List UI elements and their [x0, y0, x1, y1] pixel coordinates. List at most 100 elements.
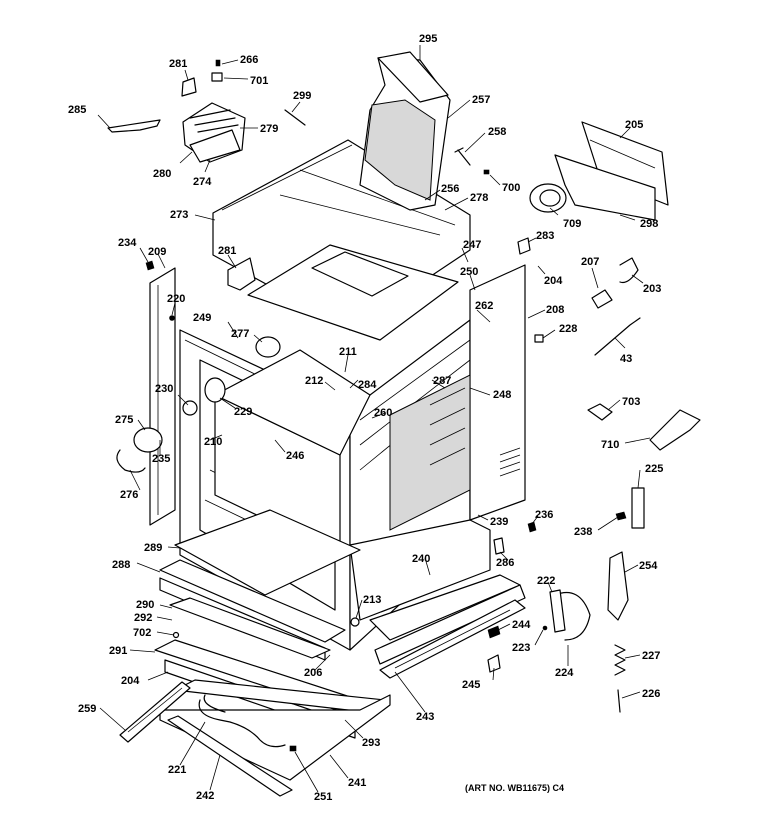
label-283: 283: [536, 230, 554, 242]
part-245: [487, 654, 501, 673]
part-236: [527, 521, 537, 533]
oven-insulation: [389, 374, 471, 531]
label-281b: 281: [218, 245, 236, 257]
label-222: 222: [537, 575, 555, 587]
label-258: 258: [488, 126, 506, 138]
label-290: 290: [136, 599, 154, 611]
control-bracket-274: [189, 129, 241, 163]
label-209: 209: [148, 246, 166, 258]
part-701: [211, 72, 223, 82]
label-230: 230: [155, 383, 173, 395]
label-226: 226: [642, 688, 660, 700]
part-238: [615, 511, 627, 521]
label-262: 262: [475, 300, 493, 312]
ring-229: [204, 377, 226, 403]
label-224: 224: [555, 667, 574, 679]
screw-266: [215, 59, 221, 67]
bracket-225: [631, 487, 645, 529]
part-labels: 295 266 281 701 285 299 279 280 274 257 …: [68, 33, 663, 803]
label-223: 223: [512, 642, 530, 654]
label-248: 248: [493, 389, 511, 401]
label-212: 212: [305, 375, 323, 387]
label-295: 295: [419, 33, 437, 45]
back-guard-205: [581, 121, 669, 206]
art-number: (ART NO. WB11675) C4: [465, 783, 564, 793]
label-229: 229: [234, 406, 252, 418]
label-279: 279: [260, 123, 278, 135]
label-211: 211: [339, 346, 357, 358]
vent-duct-inner: [364, 99, 436, 201]
top-parts: [107, 51, 669, 403]
label-228: 228: [559, 323, 577, 335]
label-254: 254: [639, 560, 658, 572]
label-238: 238: [574, 526, 592, 538]
vent-opening: [311, 251, 409, 297]
label-204: 204: [544, 275, 563, 287]
label-203: 203: [643, 283, 661, 295]
spring-227: [614, 644, 626, 676]
label-280: 280: [153, 168, 171, 180]
part-228: [534, 334, 544, 343]
wire-43: [594, 317, 641, 356]
part-230: [182, 400, 198, 416]
label-701: 701: [250, 75, 268, 87]
wire-285: [107, 119, 161, 133]
label-702: 702: [133, 627, 151, 639]
label-278: 278: [470, 192, 488, 204]
label-204b: 204: [121, 675, 140, 687]
part-283: [517, 237, 531, 255]
label-277: 277: [231, 328, 249, 340]
label-293: 293: [362, 737, 380, 749]
liner-top: [214, 349, 371, 456]
label-208: 208: [546, 304, 564, 316]
left-side-parts: [116, 260, 360, 639]
label-247: 247: [463, 239, 481, 251]
label-243: 243: [416, 711, 434, 723]
part-275: [133, 427, 163, 453]
label-256: 256: [441, 183, 459, 195]
part-281b: [227, 257, 256, 291]
label-281: 281: [169, 58, 187, 70]
label-274: 274: [193, 176, 212, 188]
label-236: 236: [535, 509, 553, 521]
drawer-front-288: [159, 559, 346, 643]
label-298: 298: [640, 218, 658, 230]
hinge-222: [554, 591, 591, 641]
part-207: [591, 289, 613, 309]
label-703: 703: [622, 396, 640, 408]
label-249: 249: [193, 312, 211, 324]
label-299: 299: [293, 90, 311, 102]
label-287: 287: [433, 375, 451, 387]
label-257: 257: [472, 94, 490, 106]
label-275: 275: [115, 414, 133, 426]
label-266: 266: [240, 54, 258, 66]
part-703: [587, 403, 613, 421]
label-205: 205: [625, 119, 643, 131]
part-702: [172, 631, 180, 639]
label-227: 227: [642, 650, 660, 662]
label-284: 284: [358, 379, 377, 391]
label-207: 207: [581, 256, 599, 268]
leader-lines: [97, 45, 651, 793]
broiler-drawer: [174, 509, 361, 596]
bracket-710: [649, 409, 701, 451]
label-225: 225: [645, 463, 663, 475]
label-700: 700: [502, 182, 520, 194]
part-281: [181, 77, 197, 97]
label-709: 709: [563, 218, 581, 230]
label-241: 241: [348, 777, 366, 789]
label-221: 221: [168, 764, 186, 776]
label-291: 291: [109, 645, 127, 657]
label-273: 273: [170, 209, 188, 221]
oven-top-liner: [247, 244, 459, 341]
label-285: 285: [68, 104, 86, 116]
right-side-parts: [487, 237, 701, 713]
part-226: [617, 689, 621, 713]
label-235: 235: [152, 453, 170, 465]
label-260: 260: [374, 407, 392, 419]
label-242: 242: [196, 790, 214, 802]
left-side-panel: [149, 267, 176, 526]
label-244: 244: [512, 619, 531, 631]
part-296: [493, 537, 505, 555]
